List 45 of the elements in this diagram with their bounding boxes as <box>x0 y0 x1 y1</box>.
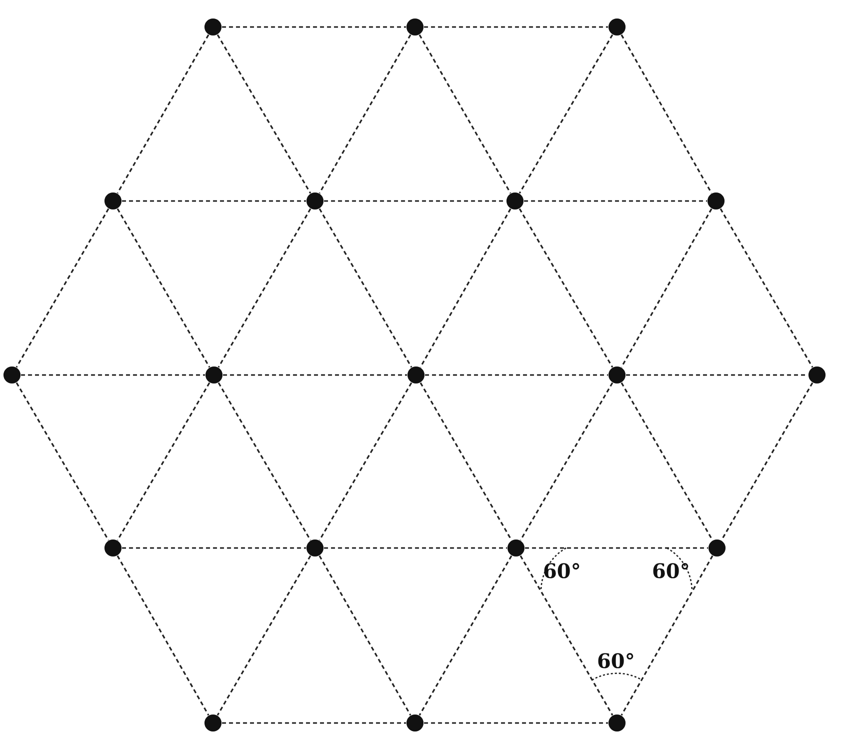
dashed-line <box>216 34 312 194</box>
dashed-line <box>116 34 210 194</box>
dashed-line <box>216 555 312 716</box>
dashed-line <box>222 722 406 724</box>
dashed-line <box>424 26 608 28</box>
dashed-line <box>620 555 714 716</box>
dashed-line <box>222 26 406 28</box>
dashed-line <box>520 555 614 716</box>
dashed-line <box>525 547 708 549</box>
dashed-line <box>420 382 512 541</box>
dashed-line <box>318 555 412 716</box>
dashed-line <box>620 382 714 541</box>
angle-label: 60° <box>597 651 635 671</box>
dashed-line <box>418 34 512 194</box>
dashed-line <box>424 722 608 724</box>
dashed-line <box>16 208 110 368</box>
dashed-line <box>518 34 614 194</box>
dashed-line <box>116 555 210 716</box>
dashed-line <box>620 208 712 368</box>
dashed-line <box>520 382 614 541</box>
dashed-line <box>16 382 110 541</box>
angle-label: 60° <box>543 561 581 581</box>
dashed-line <box>122 200 306 202</box>
dashed-line <box>420 208 512 368</box>
dashed-line <box>318 208 412 368</box>
dashed-line <box>116 382 210 541</box>
dashed-line <box>21 374 205 376</box>
dashed-line <box>720 208 814 368</box>
dashed-line <box>318 34 412 194</box>
dashed-line <box>318 382 412 541</box>
dashed-line <box>524 200 707 202</box>
dashed-line <box>122 547 306 549</box>
dashed-line <box>218 208 312 368</box>
dashed-line <box>425 374 608 376</box>
dashed-line <box>324 547 507 549</box>
dashed-line <box>218 382 312 541</box>
dashed-line <box>720 382 814 541</box>
dashed-line <box>324 200 506 202</box>
dashed-line <box>620 34 712 194</box>
dashed-line <box>418 555 512 716</box>
dashed-line <box>116 208 210 368</box>
dashed-line <box>223 374 407 376</box>
angle-label: 60° <box>652 561 690 581</box>
dashed-line <box>518 208 614 368</box>
dashed-line <box>626 374 808 376</box>
